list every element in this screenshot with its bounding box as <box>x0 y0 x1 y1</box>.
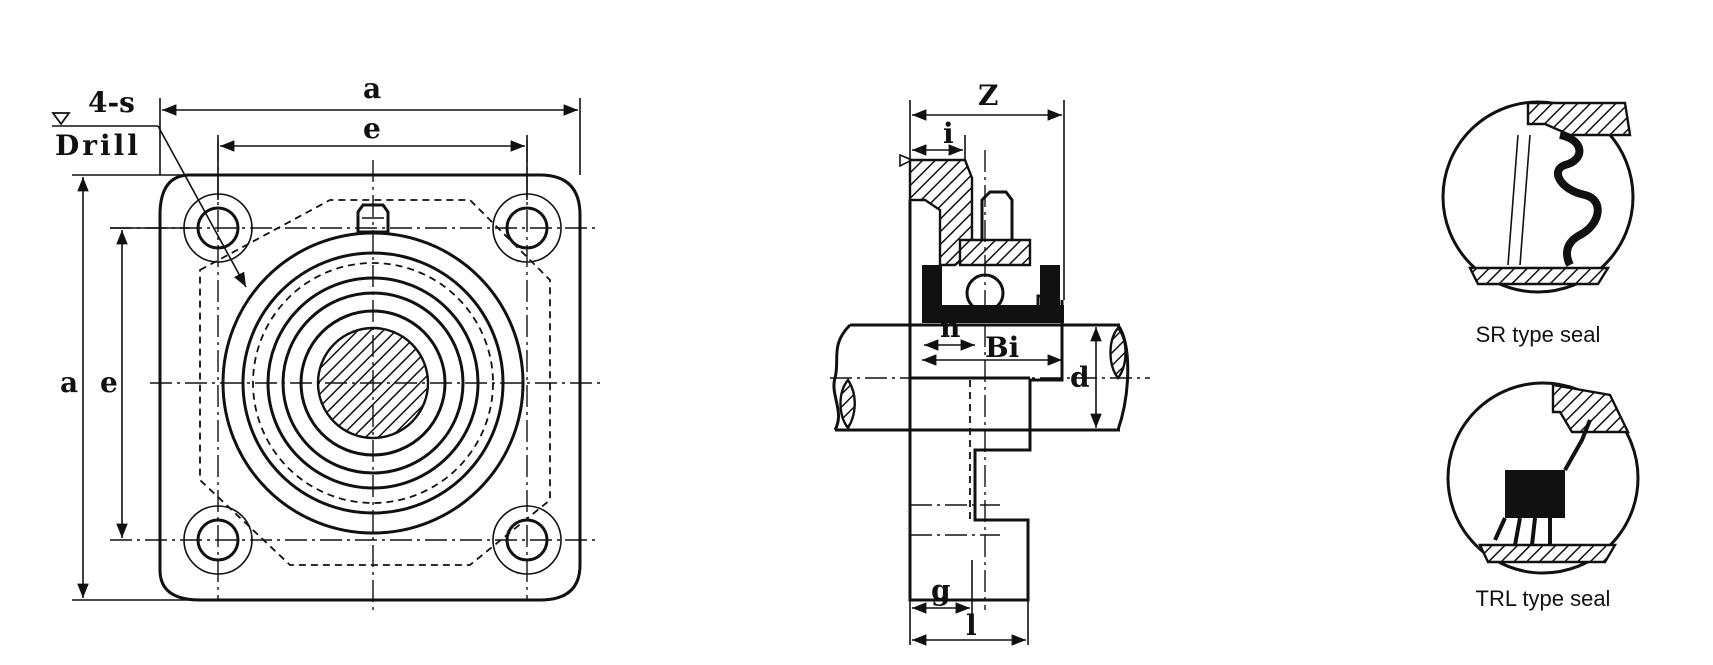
trl-seal-body <box>1505 470 1565 518</box>
front-view: a e a e 4-s Drill <box>51 72 600 610</box>
dimension-a-top-label: a <box>363 72 381 105</box>
hole-callout-drill: Drill <box>55 129 141 162</box>
grease-nipple <box>356 203 390 234</box>
dimension-bi-label: Bi <box>985 331 1019 364</box>
hole-callout-count: 4-s <box>88 86 135 119</box>
dimension-e-side-label: e <box>100 366 118 399</box>
dimension-e-top-label: e <box>363 112 381 145</box>
trl-seal-detail <box>1446 381 1640 575</box>
housing-body <box>908 200 1064 602</box>
dimension-z-label: Z <box>978 79 998 112</box>
trl-seal-circle <box>1446 381 1640 575</box>
flange-outline <box>158 173 582 602</box>
sr-seal-detail <box>1441 100 1635 294</box>
dimension-i-label: i <box>943 117 954 150</box>
side-view: Z i n Bi d g l <box>830 79 1150 646</box>
dimension-n-label: n <box>940 311 960 344</box>
sr-seal-lip <box>1554 131 1602 267</box>
sr-seal-caption: SR type seal <box>1476 322 1601 347</box>
trl-seal-caption: TRL type seal <box>1476 586 1611 611</box>
inner-ring-section <box>922 305 1064 323</box>
dimension-l-label: l <box>966 609 977 642</box>
flange-section <box>908 158 974 267</box>
dimension-g-label: g <box>931 574 951 607</box>
dimension-d-label: d <box>1070 361 1090 394</box>
drill-symbol <box>51 112 71 126</box>
dimension-a-side-label: a <box>60 366 78 399</box>
